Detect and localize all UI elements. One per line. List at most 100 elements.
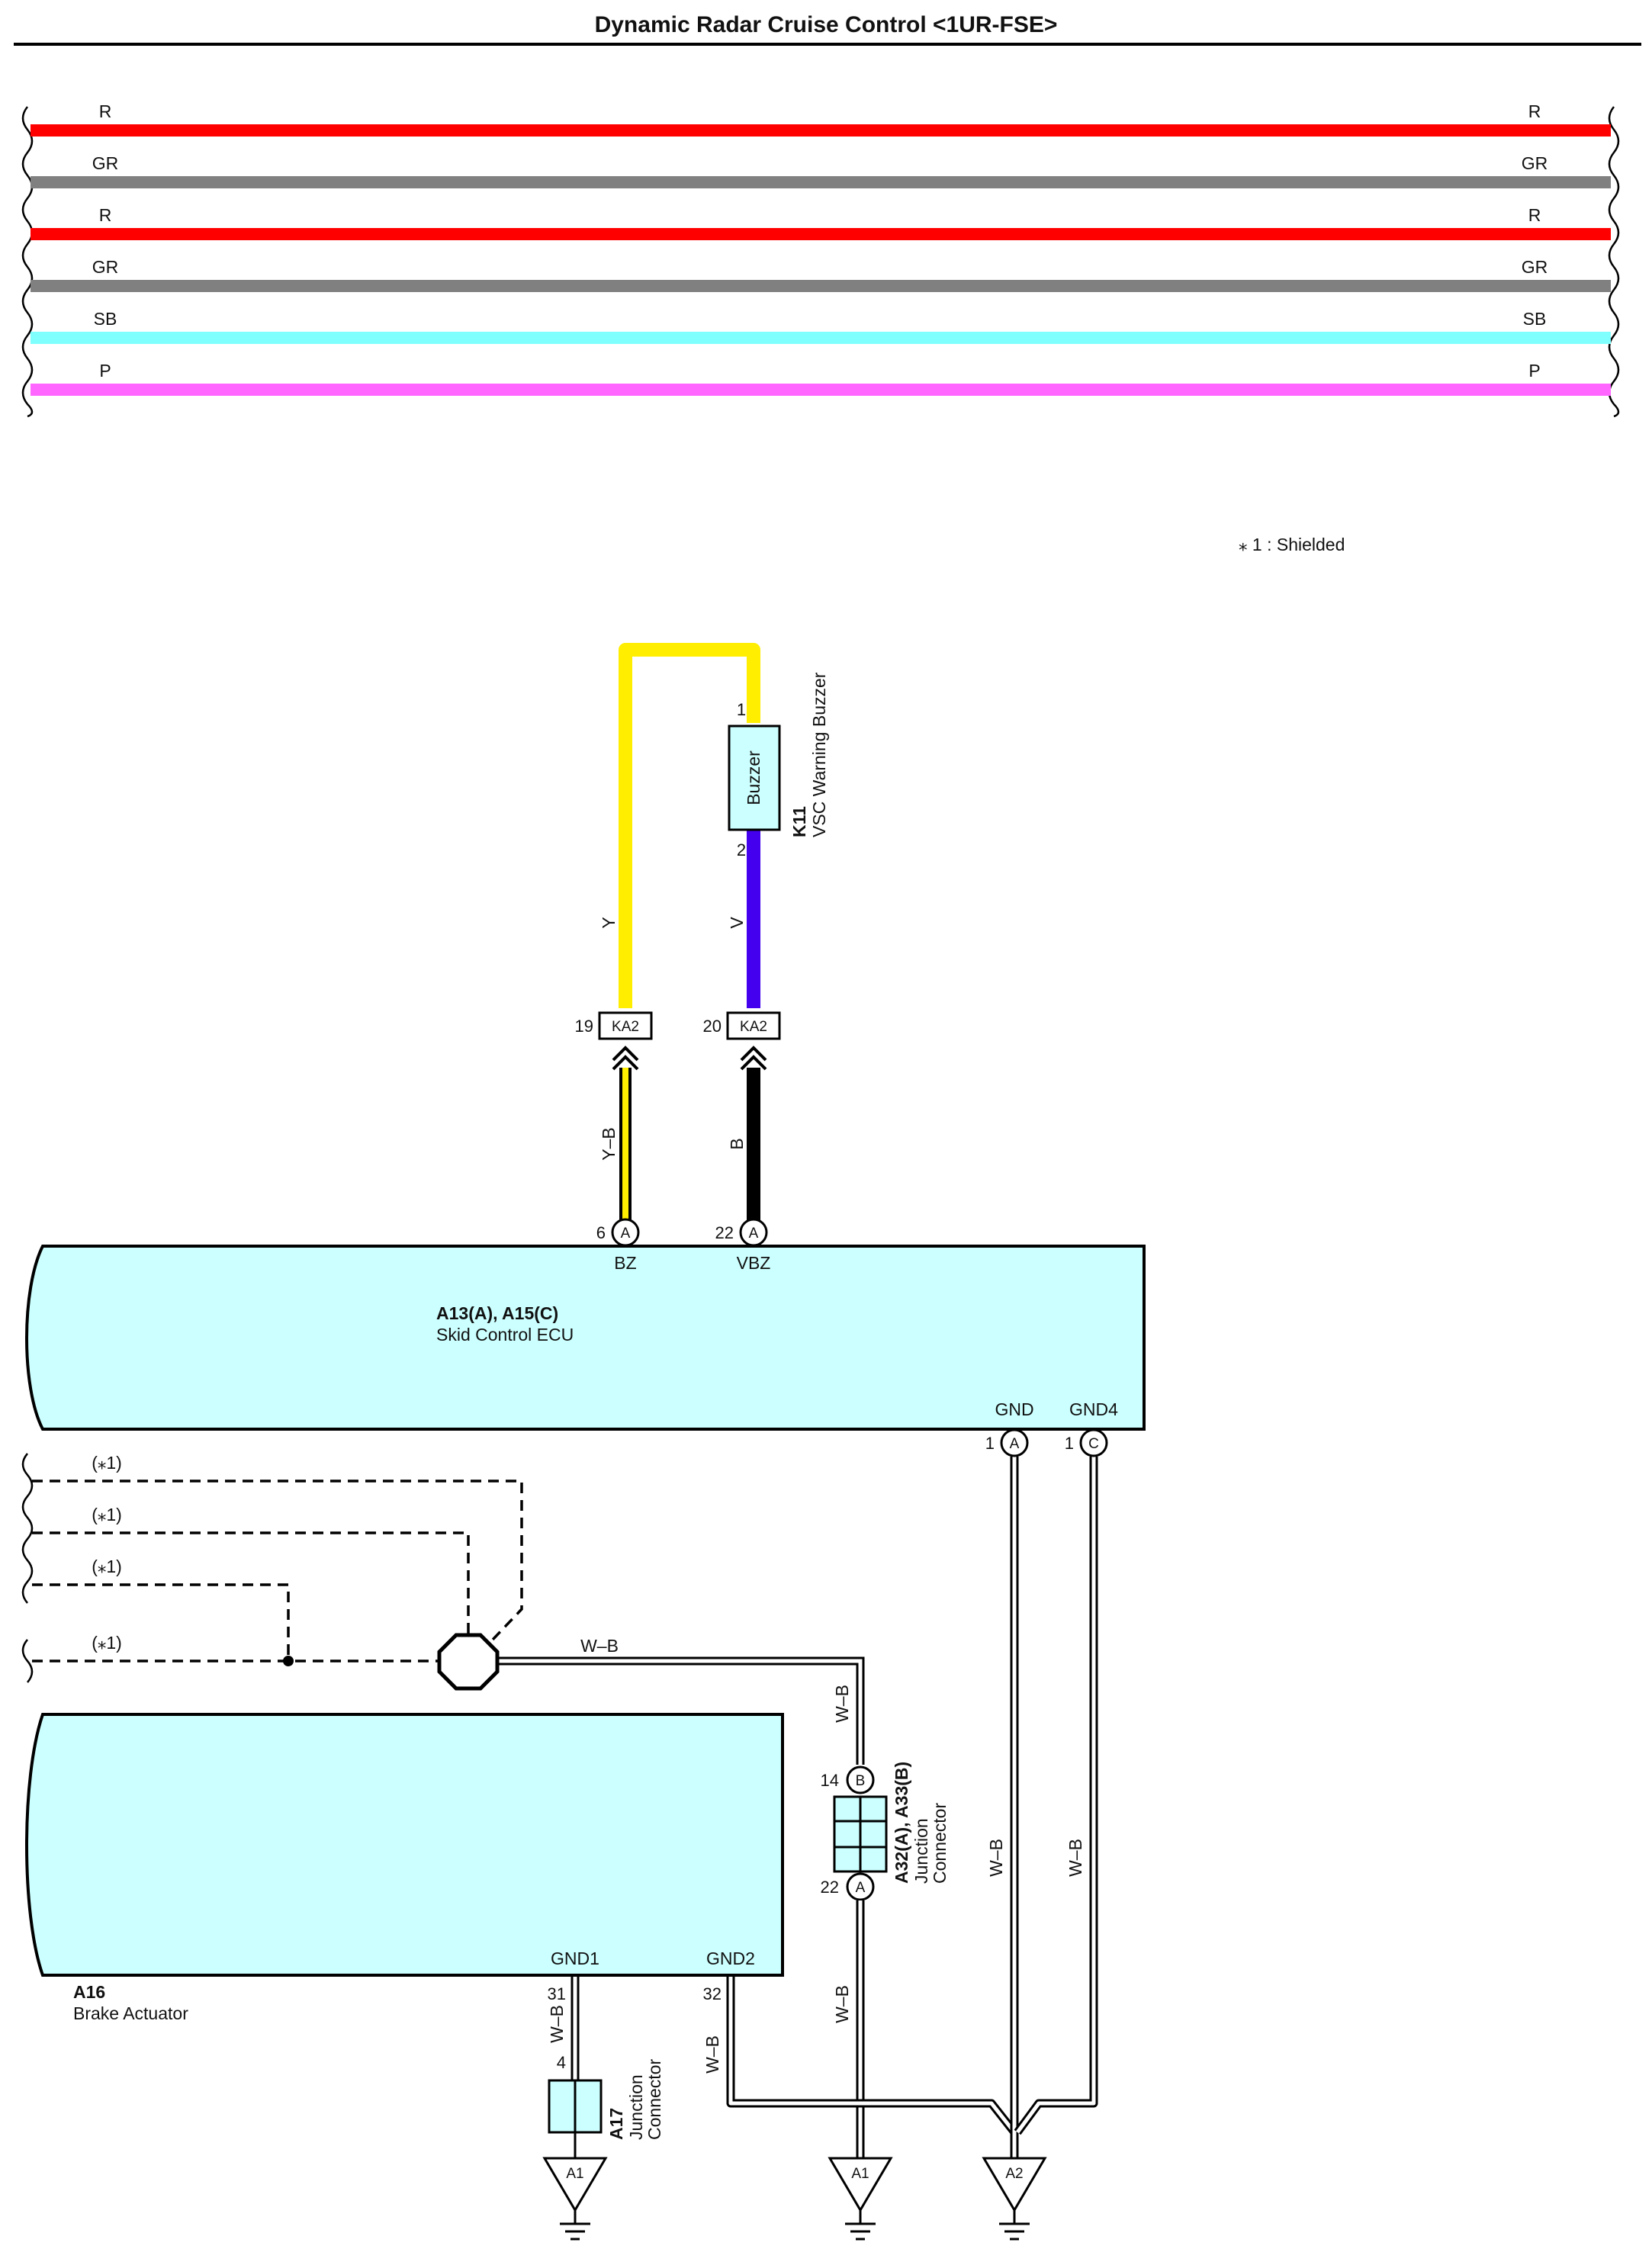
wire-label-right: R (1528, 101, 1541, 121)
plug-chevron-19 (612, 1046, 639, 1071)
top-wire-bundle: R R GR GR R R GR GR SB SB P P (21, 101, 1620, 418)
a32-name-1: Junction (911, 1818, 931, 1884)
shield-line-2 (32, 1531, 470, 1640)
ka2-label: KA2 (740, 1019, 767, 1035)
buzzer-body (728, 724, 781, 831)
wire-label-left: GR (92, 153, 119, 173)
wire-label-right: GR (1522, 153, 1548, 173)
wire-label-a32: W–B (832, 1985, 852, 2023)
wire-label-b: B (727, 1138, 747, 1149)
pin-number: 1 (1065, 1434, 1074, 1453)
brake-actuator: GND1 GND2 A16 Brake Actuator 31 32 (25, 1713, 784, 2023)
junction-connector-a17: 4 A17 Junction Connector (548, 2053, 664, 2140)
ka2-pin: 19 (575, 1017, 593, 1036)
a32-conn-bottom: A (856, 1880, 866, 1896)
plug-chevron-20 (740, 1046, 767, 1071)
break-mark-shield (21, 1453, 34, 1683)
wire-label-wb-shield-v: W–B (832, 1685, 852, 1723)
skid-control-ecu: A13(A), A15(C) Skid Control ECU BZ VBZ G… (25, 1245, 1146, 1431)
ka2-label: KA2 (612, 1019, 639, 1035)
top-wire-2: GR GR (31, 153, 1611, 188)
shield-line-1 (32, 1479, 523, 1641)
buzzer-label: Buzzer (744, 750, 763, 805)
top-wire-6: P P (31, 361, 1611, 396)
wire-label-wb-shield-h: W–B (580, 1636, 619, 1656)
wire-ecu-gnd4 (1015, 1457, 1096, 2134)
ground-point-a1-center: A1 (828, 2157, 893, 2241)
a17-name-1: Junction (626, 2074, 646, 2140)
wire-label-ecu-gnd: W–B (986, 1839, 1006, 1877)
ka2-connector-19: 19 KA2 (575, 1011, 653, 1040)
a17-name-2: Connector (644, 2059, 664, 2140)
wire-wb-shield (494, 1659, 863, 1765)
a32-code: A32(A), A33(B) (892, 1762, 911, 1884)
actuator-pin-31: 31 (548, 1984, 566, 2003)
ground-triangle (542, 2157, 608, 2212)
top-wire-1: R R (31, 101, 1611, 137)
a32-pin-top: 14 (821, 1771, 839, 1790)
vsc-warning-buzzer: 1 Buzzer 2 K11 VSC Warning Buzzer (728, 672, 829, 859)
wire-gnd2 (728, 1977, 1017, 2158)
shielded-note: ⁎ 1 : Shielded (1239, 535, 1345, 554)
ground-label: A2 (1005, 2166, 1023, 2182)
shield-label-2: (⁎1) (92, 1505, 122, 1524)
a32-pin-bottom: 22 (821, 1878, 839, 1897)
a32-pin-bottom-circle (846, 1872, 875, 1901)
wire-ecu-gnd4-outline (1014, 1457, 1098, 2135)
pin-number: 22 (715, 1223, 734, 1242)
pin-connector: A (1010, 1436, 1020, 1452)
ecu-code: A13(A), A15(C) (436, 1303, 558, 1323)
ecu-pin-gnd4: 1 C (1065, 1428, 1108, 1457)
pin-circle (1079, 1428, 1108, 1457)
shield-label-3: (⁎1) (92, 1557, 122, 1576)
top-wire-4: GR GR (31, 257, 1611, 292)
actuator-code: A16 (73, 1982, 105, 2002)
wire-label-left: GR (92, 257, 119, 277)
top-wire-5: SB SB (31, 309, 1611, 344)
ecu-pin-22: 22 A (715, 1218, 768, 1247)
wire-label-gnd1: W–B (547, 2005, 567, 2043)
ecu-body (25, 1245, 1146, 1431)
ecu-terminal-vbz: VBZ (737, 1253, 771, 1273)
shielded-leads: (⁎1) (⁎1) (⁎1) (⁎1) (21, 1453, 523, 1683)
wire-gnd2-outline (726, 1977, 1019, 2158)
junction-connector-a32: 14 B 22 A A32(A), A33(B) Junction Connec… (821, 1762, 950, 1901)
ground-point-a1-left: A1 (542, 2157, 608, 2241)
actuator-terminal-gnd1: GND1 (551, 1949, 599, 1968)
ka2-box (726, 1011, 781, 1040)
wire-label-right: SB (1523, 309, 1547, 329)
a17-code: A17 (606, 2108, 626, 2140)
wire-label-v: V (727, 917, 747, 929)
shield-line-3 (32, 1583, 290, 1661)
shield-label-4: (⁎1) (92, 1633, 122, 1653)
a17-pin: 4 (557, 2053, 566, 2072)
ka2-pin: 20 (703, 1017, 722, 1036)
wire-label-right: P (1528, 361, 1540, 381)
wire-y (619, 643, 760, 1008)
shield-label-1: (⁎1) (92, 1453, 122, 1473)
wire-label-gnd2: W–B (702, 2035, 722, 2074)
wire-label-yb: Y–B (599, 1127, 619, 1160)
ground-triangle (828, 2157, 893, 2212)
ground-point-a2: A2 (982, 2157, 1047, 2241)
ecu-pin-gnd: 1 A (985, 1428, 1029, 1457)
pin-number: 1 (985, 1434, 995, 1453)
wire-label-y: Y (599, 917, 619, 928)
pin-number: 6 (596, 1223, 606, 1242)
buzzer-code: K11 (789, 806, 809, 837)
wire-label-right: GR (1522, 257, 1548, 277)
wire-label-right: R (1528, 205, 1541, 225)
wire-label-left: P (99, 361, 111, 381)
break-mark-left (21, 106, 34, 418)
ka2-connector-20: 20 KA2 (703, 1011, 781, 1040)
ground-label: A1 (851, 2166, 869, 2182)
pin-circle (611, 1218, 640, 1247)
buzzer-pin-1: 1 (737, 700, 746, 719)
pin-circle (739, 1218, 768, 1247)
ecu-terminal-gnd4: GND4 (1069, 1399, 1118, 1419)
diagram-title: Dynamic Radar Cruise Control <1UR-FSE> (595, 12, 1058, 37)
ground-triangle (982, 2157, 1047, 2212)
shield-splice-dot (283, 1656, 294, 1666)
ecu-terminal-gnd: GND (995, 1399, 1033, 1419)
